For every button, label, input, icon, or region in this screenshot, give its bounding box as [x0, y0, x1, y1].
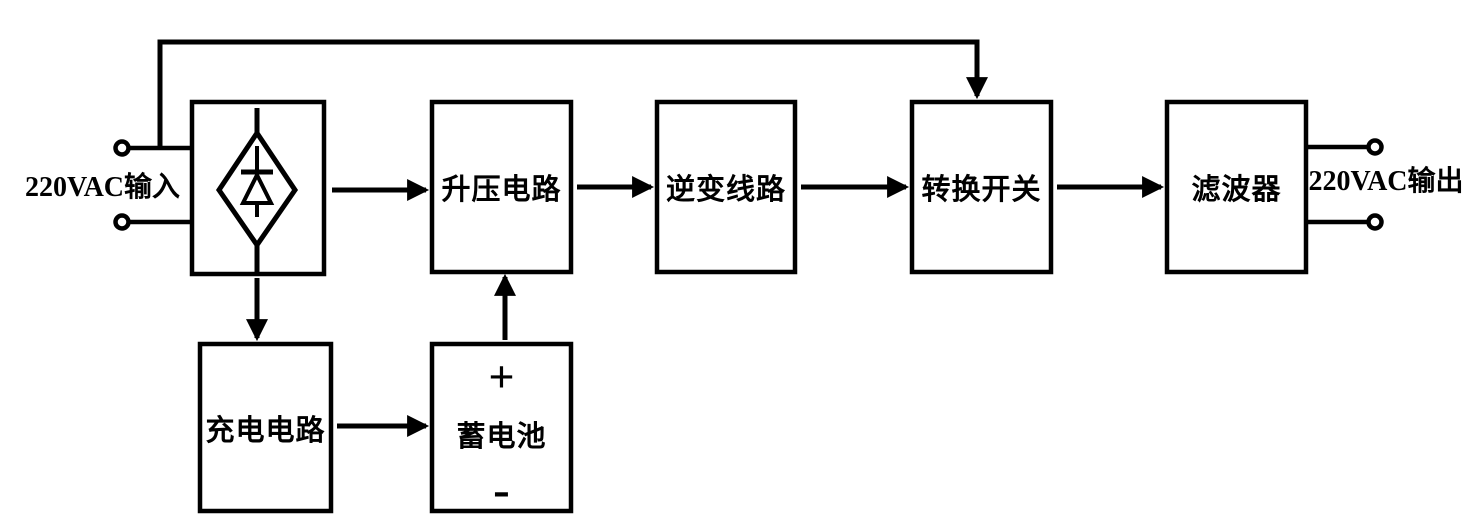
battery-minus-sign: -: [493, 460, 510, 517]
output-terminal-bottom: [1366, 213, 1384, 231]
charger-label: 充电电路: [205, 414, 326, 447]
battery-label-group: + 蓄电池 -: [434, 346, 569, 517]
input-terminal-top: [113, 139, 131, 157]
input-terminal-bottom: [113, 213, 131, 231]
boost-circuit-label: 升压电路: [441, 173, 562, 206]
boost-circuit-box: [429, 99, 574, 275]
transfer-switch-label: 转换开关: [921, 173, 1042, 206]
input-label: 220VAC输入: [24, 172, 181, 203]
transfer-switch-box: [909, 99, 1054, 275]
charger-box: [197, 341, 334, 514]
battery-box: [429, 341, 574, 514]
inverter-box: [654, 99, 798, 275]
output-terminals: [1306, 138, 1384, 231]
output-terminal-top: [1366, 138, 1384, 156]
filter-label: 滤波器: [1191, 173, 1282, 206]
battery-label: 蓄电池: [456, 421, 547, 454]
inverter-label: 逆变线路: [665, 173, 786, 206]
battery-plus-sign: +: [488, 351, 515, 402]
bypass-line-arrow: [157, 39, 988, 148]
bridge-rectifier-diode-icon: [215, 108, 299, 274]
output-label: 220VAC输出: [1308, 166, 1464, 197]
filter-box: [1164, 99, 1309, 275]
